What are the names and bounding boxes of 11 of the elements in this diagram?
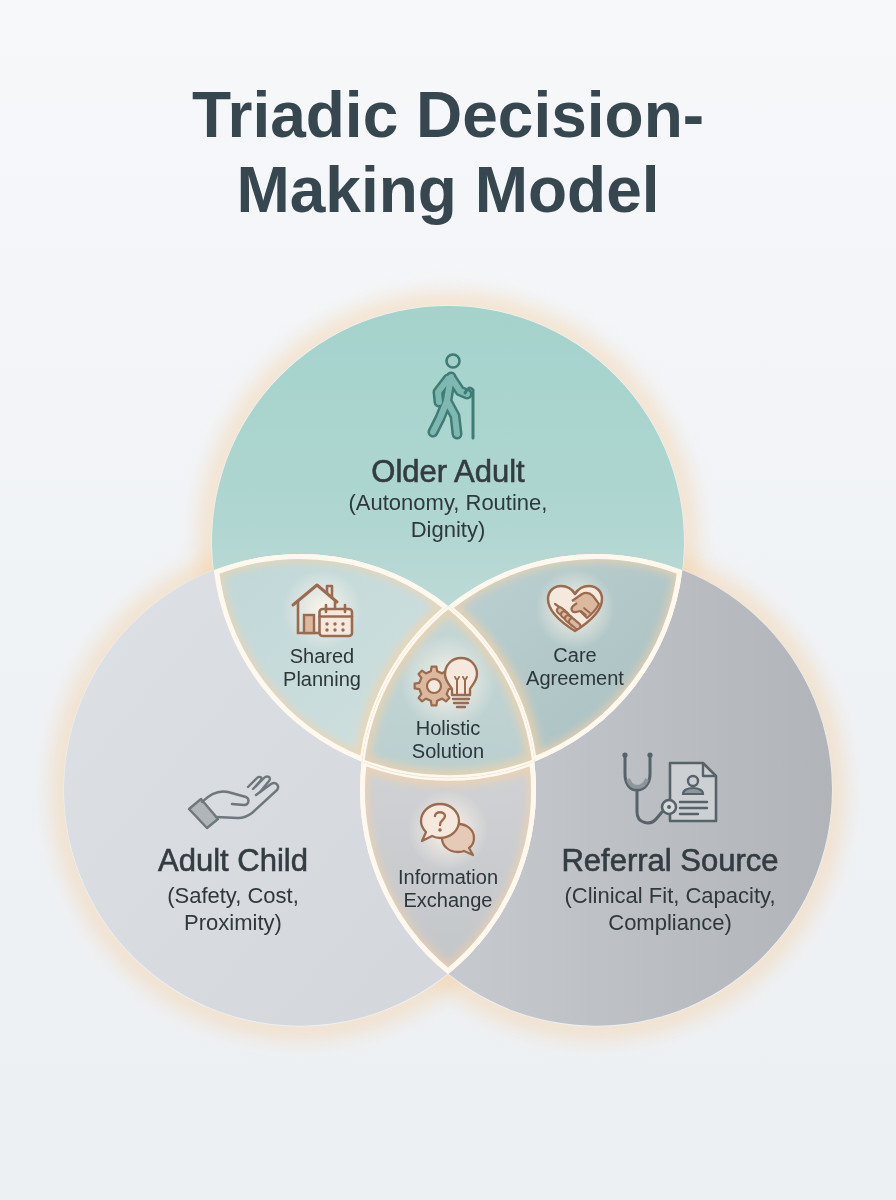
overlap-label: Shared Planning [282,645,362,691]
diagram-title: Triadic Decision-Making Model [190,78,706,228]
overlap-label: Information Exchange [396,866,500,912]
overlap-label: Holistic Solution [410,717,486,763]
circle-title: Older Adult [370,455,526,489]
overlap-label: Care Agreement [525,644,625,690]
circle-subtitle: (Autonomy, Routine, Dignity) [347,489,549,543]
circle-subtitle: (Safety, Cost, Proximity) [166,882,300,936]
circle-subtitle: (Clinical Fit, Capacity, Compliance) [563,882,777,936]
circle-title: Adult Child [157,844,309,878]
circle-title: Referral Source [560,844,780,878]
